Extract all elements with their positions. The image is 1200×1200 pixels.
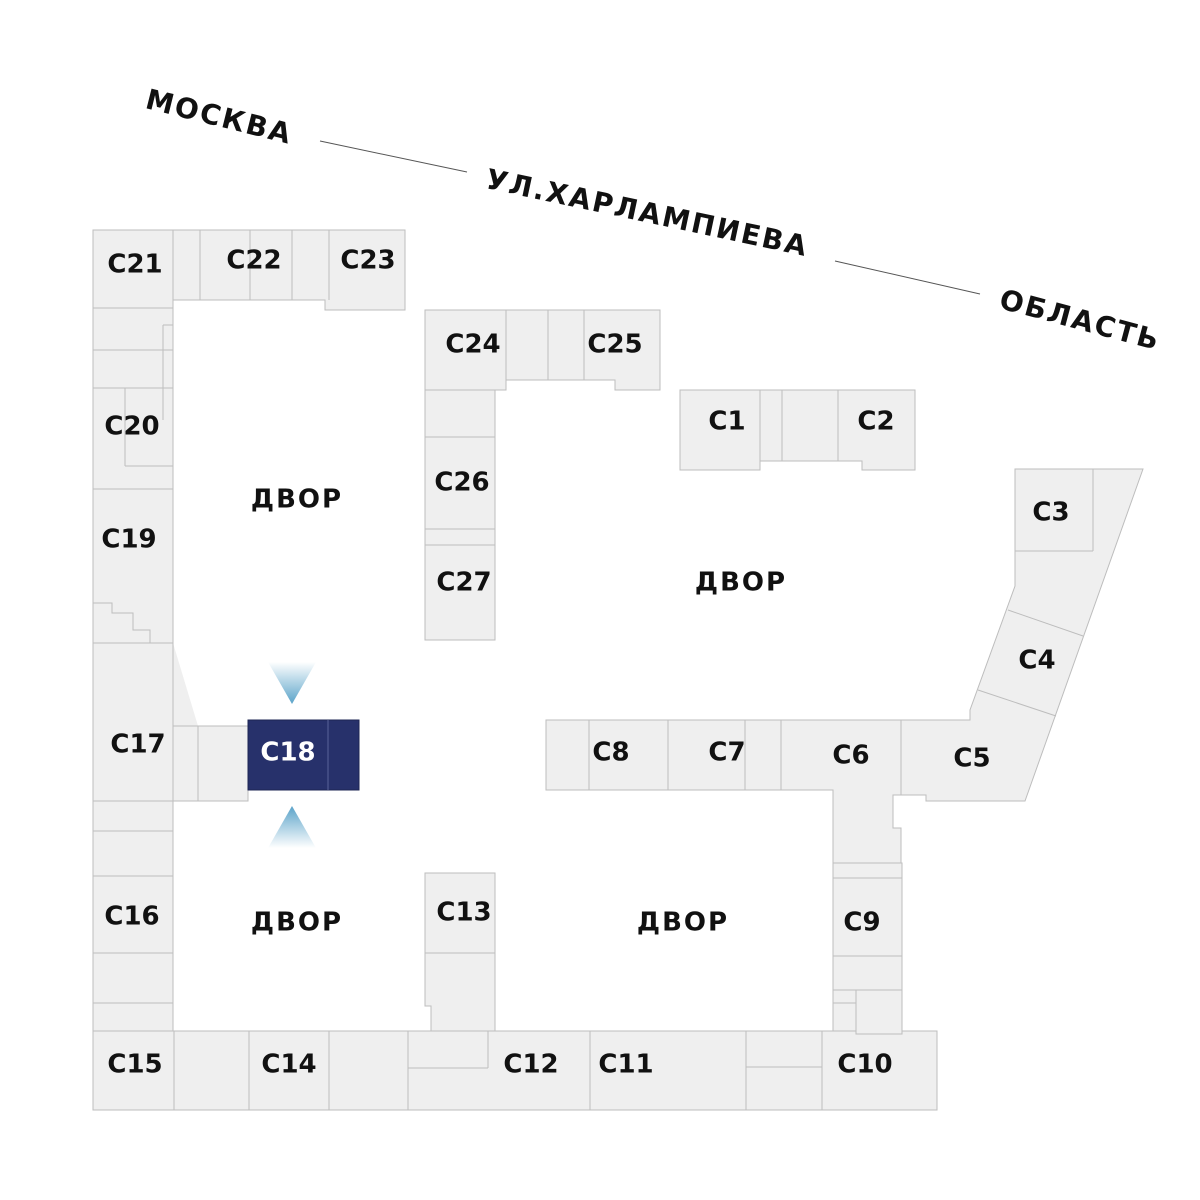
block-label-c3[interactable]: С3 [1032, 498, 1069, 528]
marker-up-icon [268, 806, 316, 848]
building-top-row [172, 229, 406, 311]
block-label-c21[interactable]: С21 [107, 250, 162, 280]
courtyard-label: ДВОР [695, 568, 787, 598]
block-c18-selected[interactable] [247, 719, 360, 791]
street-line [834, 260, 981, 295]
courtyard-label: ДВОР [251, 908, 343, 938]
building-c17-passage [172, 643, 249, 802]
building-bottom-row [92, 1030, 938, 1111]
building-right-wing [900, 468, 1144, 802]
block-label-c4[interactable]: С4 [1018, 646, 1055, 676]
block-label-c17[interactable]: С17 [110, 730, 165, 760]
block-label-c8[interactable]: С8 [592, 738, 629, 768]
block-label-c26[interactable]: С26 [434, 468, 489, 498]
marker-down-icon [268, 662, 316, 704]
block-label-c24[interactable]: С24 [445, 330, 500, 360]
street-line [319, 140, 468, 173]
block-label-c5[interactable]: С5 [953, 744, 990, 774]
building-c9-column [832, 862, 903, 1035]
courtyard-label: ДВОР [637, 908, 729, 938]
block-label-c22[interactable]: С22 [226, 246, 281, 276]
block-label-c15[interactable]: С15 [107, 1050, 162, 1080]
block-label-c7[interactable]: С7 [708, 738, 745, 768]
building-center-column [424, 309, 661, 641]
block-labels: С21 С22 С23 С20 С19 С17 С18 С16 С15 С14 … [101, 246, 1069, 1080]
block-label-c27[interactable]: С27 [436, 568, 491, 598]
street-label-name: УЛ.ХАРЛАМПИЕВА [483, 162, 812, 263]
building-middle-row [545, 719, 902, 864]
building-left-wing [92, 229, 174, 1032]
block-label-c11[interactable]: С11 [598, 1050, 653, 1080]
block-label-c6[interactable]: С6 [832, 741, 869, 771]
block-label-c18[interactable]: С18 [260, 738, 315, 768]
building-c13-stem [408, 872, 496, 1032]
block-label-c16[interactable]: С16 [104, 902, 159, 932]
block-label-c1[interactable]: С1 [708, 407, 745, 437]
courtyard-label: ДВОР [251, 485, 343, 515]
block-label-c10[interactable]: С10 [837, 1050, 892, 1080]
block-label-c2[interactable]: С2 [857, 407, 894, 437]
block-label-c19[interactable]: С19 [101, 525, 156, 555]
block-label-c12[interactable]: С12 [503, 1050, 558, 1080]
block-label-c9[interactable]: С9 [843, 908, 880, 938]
street-label-city: МОСКВА [142, 83, 296, 151]
block-label-c13[interactable]: С13 [436, 898, 491, 928]
building-c1-c2 [679, 389, 916, 471]
courtyard-labels: ДВОР ДВОР ДВОР ДВОР [251, 485, 787, 938]
block-label-c20[interactable]: С20 [104, 412, 159, 442]
block-label-c25[interactable]: С25 [587, 330, 642, 360]
street-label-region: ОБЛАСТЬ [996, 283, 1164, 358]
block-label-c14[interactable]: С14 [261, 1050, 316, 1080]
block-label-c23[interactable]: С23 [340, 246, 395, 276]
